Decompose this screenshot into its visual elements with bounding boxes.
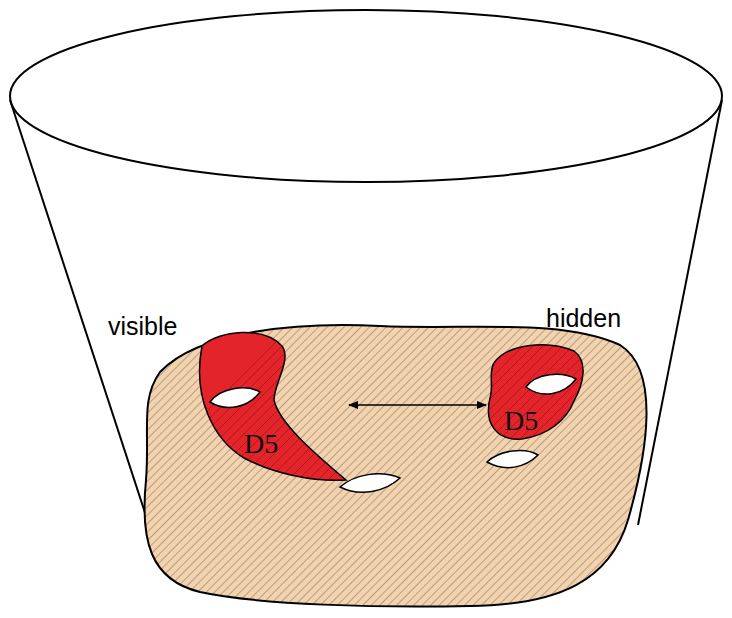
d5-region: D5 [194,328,349,484]
surface-blob [144,325,646,606]
region-outline [194,328,349,484]
handle-hole [340,474,400,492]
region-label: D5 [504,407,538,435]
d5-region: D5 [486,343,588,443]
side-label: hidden [546,306,621,331]
side-label: visible [108,314,177,339]
double-arrow [349,404,486,406]
region-label: D5 [244,430,278,458]
handle-hole [487,451,538,468]
cone-rim [10,10,722,182]
cone-side [638,100,722,525]
